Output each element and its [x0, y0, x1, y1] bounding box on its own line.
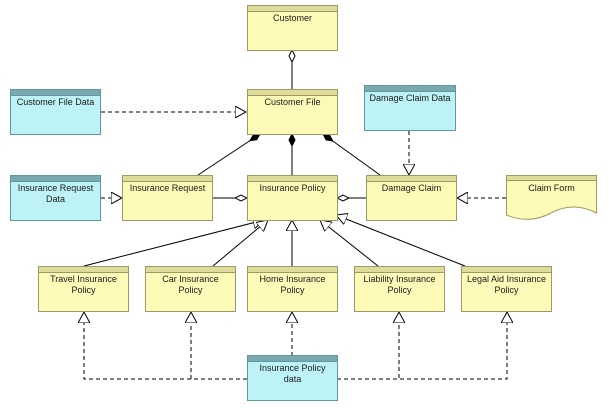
customer-object[interactable]: Customer: [247, 5, 338, 51]
composition-request: [197, 134, 260, 176]
travel-insurance-policy-label: Travel Insurance Policy: [50, 274, 117, 295]
liability-insurance-policy-label: Liability Insurance Policy: [363, 274, 436, 295]
liability-insurance-policy-object[interactable]: Liability Insurance Policy: [354, 266, 445, 312]
insurance-policy-data-object[interactable]: Insurance Policy data: [247, 355, 338, 401]
composition-claim: [323, 134, 381, 176]
specialization-travel: [83, 220, 264, 267]
customer-label: Customer: [272, 13, 312, 23]
access-policy-data-car: [191, 312, 247, 380]
legal-aid-insurance-policy-object[interactable]: Legal Aid Insurance Policy: [461, 266, 552, 312]
customer-file-label: Customer File: [264, 97, 321, 107]
car-insurance-policy-label: Car Insurance Policy: [162, 274, 219, 295]
damage-claim-label: Damage Claim: [381, 183, 442, 193]
specialization-liability: [320, 220, 379, 267]
home-insurance-policy-label: Home Insurance Policy: [259, 274, 326, 295]
insurance-request-label: Insurance Request: [129, 183, 206, 193]
claim-form-representation[interactable]: Claim Form: [506, 175, 597, 222]
claim-form-shape: [506, 175, 597, 220]
insurance-policy-object[interactable]: Insurance Policy: [247, 175, 338, 221]
customer-file-data-object[interactable]: Customer File Data: [10, 89, 101, 135]
legal-aid-insurance-policy-label: Legal Aid Insurance Policy: [466, 274, 547, 295]
customer-file-data-label: Customer File Data: [16, 97, 95, 107]
damage-claim-object[interactable]: Damage Claim: [366, 175, 457, 221]
claim-form-label: Claim Form: [528, 183, 575, 193]
access-policy-data-travel: [84, 312, 247, 380]
access-policy-data-liability: [337, 312, 399, 380]
insurance-request-data-object[interactable]: Insurance Request Data: [10, 175, 101, 221]
insurance-request-object[interactable]: Insurance Request: [122, 175, 213, 221]
car-insurance-policy-object[interactable]: Car Insurance Policy: [145, 266, 236, 312]
insurance-request-data-label: Insurance Request Data: [17, 183, 94, 204]
specialization-car: [212, 220, 268, 267]
damage-claim-data-label: Damage Claim Data: [369, 93, 451, 103]
insurance-policy-data-label: Insurance Policy data: [259, 363, 326, 384]
customer-file-object[interactable]: Customer File: [247, 89, 338, 135]
travel-insurance-policy-object[interactable]: Travel Insurance Policy: [38, 266, 129, 312]
access-policy-data-legal-aid: [337, 312, 507, 380]
damage-claim-data-object[interactable]: Damage Claim Data: [364, 85, 456, 131]
insurance-policy-label: Insurance Policy: [259, 183, 326, 193]
specialization-legal-aid: [336, 215, 466, 267]
home-insurance-policy-object[interactable]: Home Insurance Policy: [247, 266, 338, 312]
